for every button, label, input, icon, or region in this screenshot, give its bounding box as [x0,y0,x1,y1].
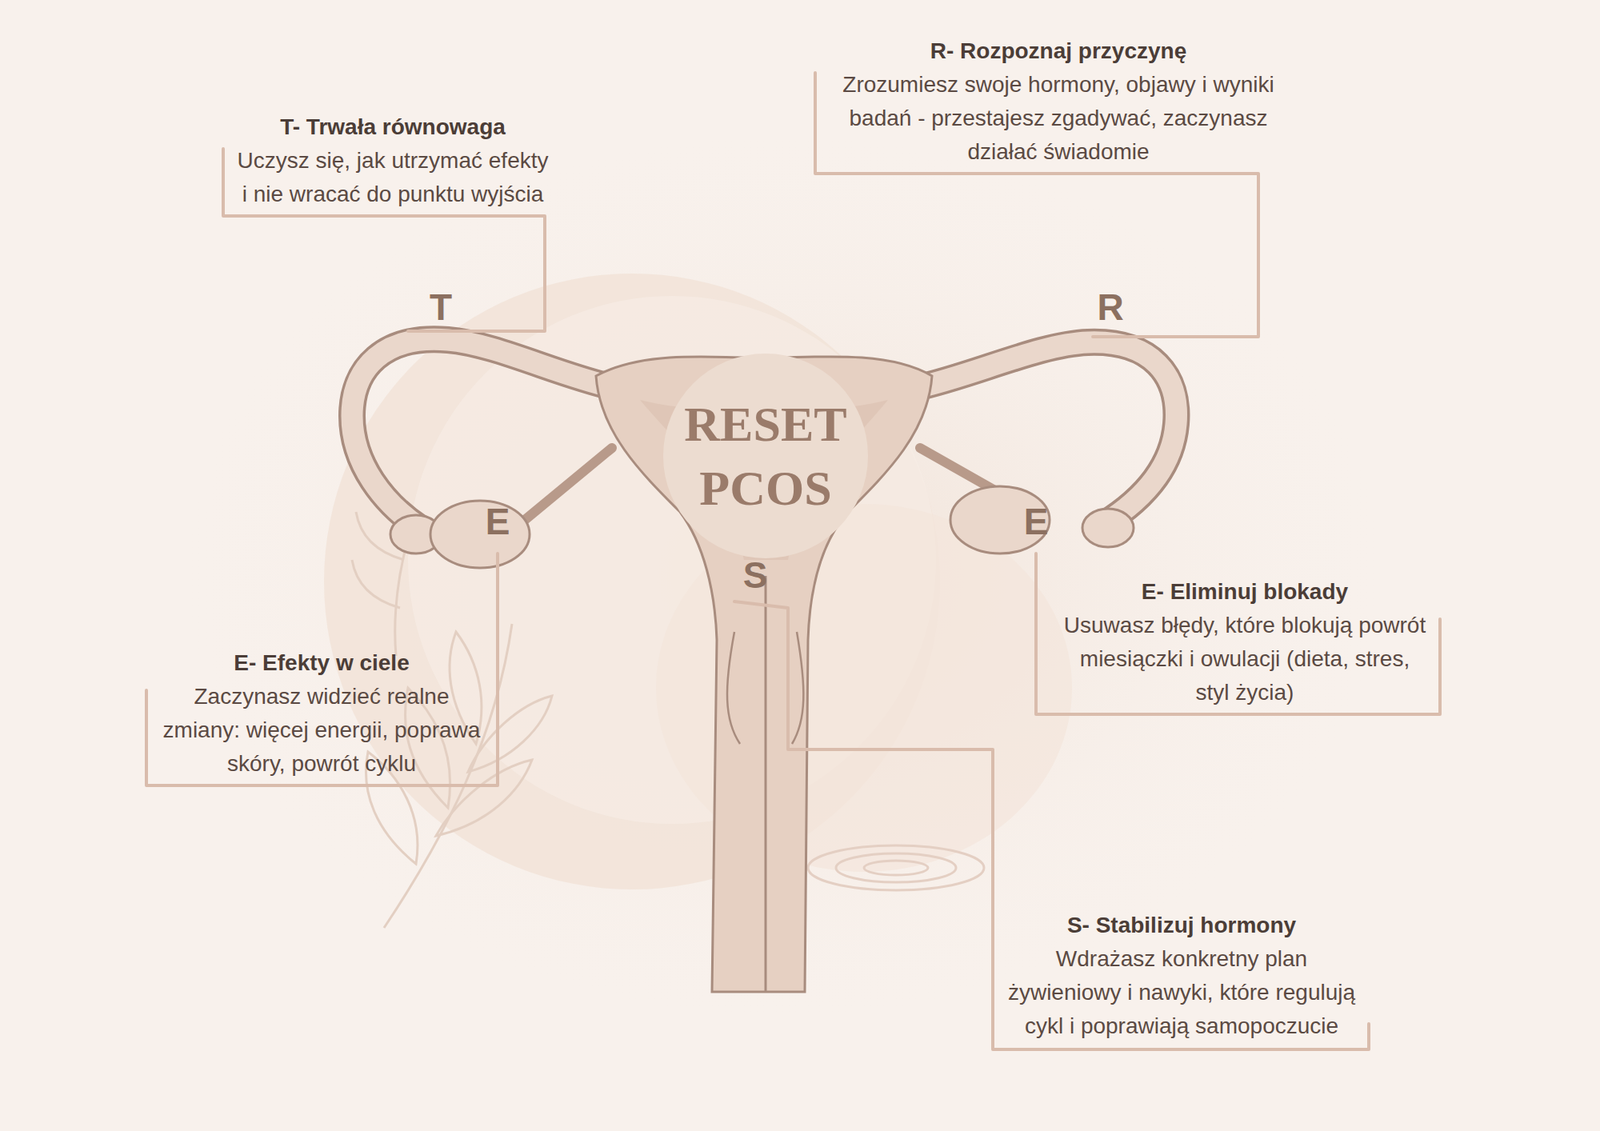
step-callout: T- Trwała równowagaUczysz się, jak utrzy… [232,110,553,212]
leader-line [1036,553,1440,715]
node-body: Zrozumiesz swoje hormony, objawy i wynik… [826,68,1291,169]
step-callout: R- Rozpoznaj przyczynęZrozumiesz swoje h… [826,34,1291,169]
step-letter: E [1024,501,1049,542]
node-heading: R- Rozpoznaj przyczynę [826,34,1291,68]
step-letter: E [485,501,511,542]
step-letter: S [743,555,768,596]
step-callout: E- Efekty w cieleZaczynasz widzieć realn… [157,646,486,781]
node-heading: T- Trwała równowaga [232,110,553,144]
title-circle: RESET PCOS [663,353,868,559]
step-letter: T [429,287,452,328]
node-heading: S- Stabilizuj hormony [1005,908,1358,943]
leader-line [146,553,498,786]
water-ripples [808,845,984,891]
leader-line [223,148,545,332]
step-callout: S- Stabilizuj hormonyWdrażasz konkretny … [1005,908,1358,1044]
node-body: Uczysz się, jak utrzymać efekty i nie wr… [232,144,553,212]
node-heading: E- Eliminuj blokady [1060,575,1429,609]
node-body: Wdrażasz konkretny plan żywieniowy i naw… [1005,942,1358,1044]
node-heading: E- Efekty w ciele [157,646,486,680]
node-heading: RESET PCOS [677,392,854,520]
node-body: Zaczynasz widzieć realne zmiany: więcej … [157,680,486,781]
watercolor-wash [176,128,1392,1024]
step-callout: E- Eliminuj blokadyUsuwasz błędy, które … [1060,575,1429,710]
node-body: Usuwasz błędy, które blokują powrót mies… [1060,608,1429,710]
step-letter: R [1096,287,1124,328]
